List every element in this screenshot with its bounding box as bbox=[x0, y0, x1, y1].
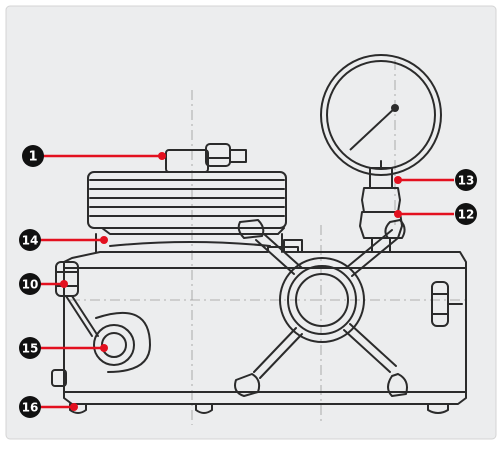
callout-label-14: 14 bbox=[22, 234, 39, 248]
pump-body-drawing bbox=[51, 54, 467, 414]
drain-knob bbox=[51, 369, 67, 387]
callout-leaders bbox=[40, 154, 454, 409]
callout-label-10: 10 bbox=[22, 278, 39, 292]
callout-badge-13: 13 bbox=[455, 169, 477, 191]
callout-badge-10: 10 bbox=[19, 273, 41, 295]
handwheel bbox=[279, 257, 365, 343]
callout-leader-dots bbox=[60, 152, 402, 411]
callout-label-15: 15 bbox=[22, 342, 39, 356]
pressure-gauge bbox=[320, 54, 442, 176]
callout-badge-16: 16 bbox=[19, 396, 41, 418]
machine-feet bbox=[69, 403, 449, 414]
weight-cap bbox=[165, 143, 247, 173]
gauge-needle bbox=[349, 104, 399, 151]
callout-label-13: 13 bbox=[458, 174, 475, 188]
callout-label-1: 1 bbox=[28, 150, 37, 165]
left-valve-knob bbox=[55, 261, 99, 337]
weight-stack bbox=[87, 171, 287, 253]
crank-housing bbox=[95, 311, 151, 373]
callout-badge-14: 14 bbox=[19, 229, 41, 251]
handwheel-spokes bbox=[253, 229, 399, 379]
callout-label-12: 12 bbox=[458, 208, 475, 222]
center-nut bbox=[283, 239, 303, 253]
callout-label-16: 16 bbox=[22, 401, 39, 415]
callout-badge-15: 15 bbox=[19, 337, 41, 359]
callout-badge-12: 12 bbox=[455, 203, 477, 225]
right-valve-knob bbox=[431, 281, 463, 327]
callout-badge-1: 1 bbox=[22, 145, 44, 167]
